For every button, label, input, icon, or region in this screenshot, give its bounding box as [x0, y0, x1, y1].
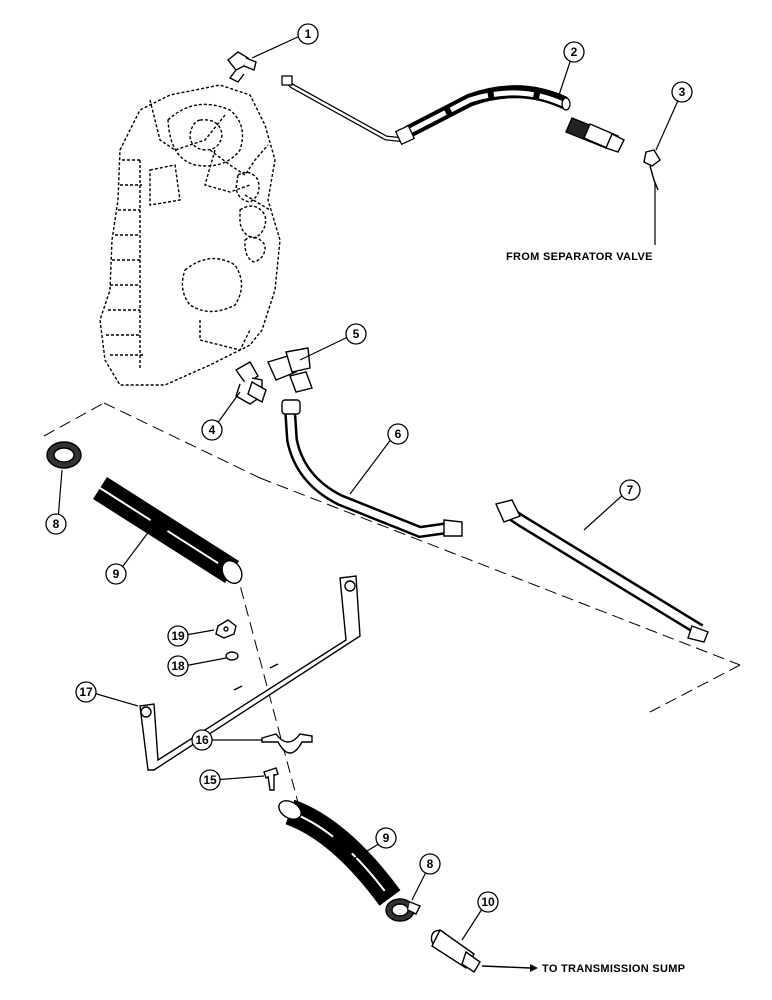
svg-text:2: 2 — [571, 45, 578, 59]
arrow-to-sump — [481, 964, 538, 972]
part-15-bolt — [263, 767, 279, 791]
part-8-hose-clamp-lower — [385, 898, 421, 922]
note-from-separator-valve: FROM SEPARATOR VALVE — [506, 251, 653, 263]
svg-text:6: 6 — [395, 427, 402, 441]
callout-2: 2 — [563, 41, 585, 63]
part-16-clip — [261, 733, 313, 754]
callout-17: 17 — [75, 681, 97, 703]
callout-7: 7 — [619, 479, 641, 501]
svg-text:19: 19 — [171, 629, 185, 643]
svg-text:18: 18 — [171, 659, 185, 673]
assembly-dashed-lines — [43, 402, 741, 811]
callout-leaders — [57, 35, 681, 941]
callout-3: 3 — [671, 81, 693, 103]
svg-text:8: 8 — [53, 517, 60, 531]
callout-16: 16 — [191, 729, 213, 751]
svg-text:8: 8 — [427, 857, 434, 871]
part-6-tube — [281, 399, 463, 539]
svg-text:10: 10 — [481, 895, 495, 909]
svg-text:9: 9 — [113, 567, 120, 581]
svg-text:9: 9 — [383, 831, 390, 845]
part-10-adapter-fitting — [430, 928, 481, 973]
svg-text:7: 7 — [627, 483, 634, 497]
callout-5: 5 — [345, 323, 367, 345]
callout-9-upper: 9 — [105, 563, 127, 585]
svg-text:5: 5 — [353, 327, 360, 341]
transmission-housing — [99, 84, 281, 386]
callout-6: 6 — [387, 423, 409, 445]
svg-text:3: 3 — [679, 85, 686, 99]
callout-4: 4 — [201, 419, 223, 441]
note-to-transmission-sump: TO TRANSMISSION SUMP — [542, 963, 685, 975]
part-3-fitting — [643, 149, 661, 245]
svg-text:4: 4 — [209, 423, 216, 437]
callout-8-upper: 8 — [45, 513, 67, 535]
part-5-tee-fitting — [267, 347, 313, 393]
part-18-washer — [225, 651, 239, 661]
part-4-elbow-fitting — [234, 361, 267, 405]
callout-1: 1 — [297, 23, 319, 45]
callout-19: 19 — [167, 625, 189, 647]
part-17-bracket — [139, 575, 361, 771]
callout-18: 18 — [167, 655, 189, 677]
part-9-hose-upper — [93, 477, 243, 585]
callout-10: 10 — [477, 891, 499, 913]
part-8-hose-clamp — [46, 441, 82, 469]
callout-9-lower: 9 — [375, 827, 397, 849]
svg-text:16: 16 — [195, 733, 209, 747]
svg-text:15: 15 — [203, 773, 217, 787]
callout-15: 15 — [199, 769, 221, 791]
part-1-elbow-fitting — [227, 51, 257, 83]
part-2-line-assembly — [281, 75, 571, 146]
part-19-nut — [215, 619, 237, 639]
part-2-end-fitting — [565, 117, 625, 153]
svg-text:1: 1 — [305, 27, 312, 41]
callout-8-lower: 8 — [419, 853, 441, 875]
part-9-hose-lower — [278, 799, 401, 906]
part-7-tube — [495, 499, 709, 643]
svg-text:17: 17 — [79, 685, 93, 699]
